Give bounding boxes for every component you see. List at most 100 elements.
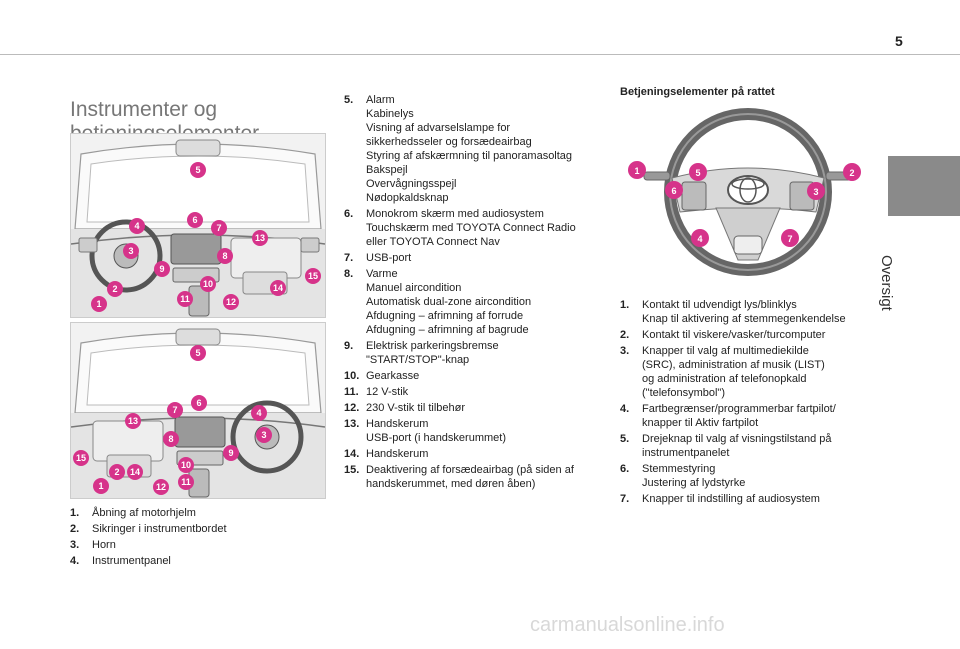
svg-text:5: 5	[195, 348, 200, 358]
svg-text:6: 6	[671, 186, 676, 196]
badge-14: 14	[270, 280, 286, 296]
dashboard-figure-rhd: 5 6 7 4 13 3 8 9 15 10 2 14 11 1 12	[70, 322, 326, 499]
svg-text:5: 5	[195, 165, 200, 175]
section-tab-label: Oversigt	[878, 255, 895, 311]
badge-2: 2	[107, 281, 123, 297]
svg-text:1: 1	[96, 299, 101, 309]
svg-text:4: 4	[697, 234, 702, 244]
steering-wheel-figure: 1 2 5 6 3 4 7	[620, 108, 872, 276]
badge-10: 10	[200, 276, 216, 292]
svg-text:12: 12	[226, 297, 236, 307]
badge-9: 9	[223, 445, 239, 461]
badge-3: 3	[256, 427, 272, 443]
list-item: 7.USB-port	[344, 252, 412, 264]
badge-12: 12	[153, 479, 169, 495]
wheel-badge-7: 7	[781, 229, 799, 247]
list-item: 10.Gearkasse	[344, 370, 420, 382]
svg-text:7: 7	[787, 234, 792, 244]
badge-2: 2	[109, 464, 125, 480]
svg-text:7: 7	[216, 223, 221, 233]
badge-8: 8	[217, 248, 233, 264]
svg-text:13: 13	[128, 416, 138, 426]
badge-7: 7	[211, 220, 227, 236]
svg-text:11: 11	[181, 477, 191, 487]
steering-wheel-illustration: 1 2 5 6 3 4 7	[628, 108, 861, 276]
page-number: 5	[895, 33, 903, 49]
badge-10: 10	[178, 457, 194, 473]
badge-4: 4	[129, 218, 145, 234]
dashboard-illustration-rhd: 5 6 7 4 13 3 8 9 15 10 2 14 11 1 12	[71, 323, 325, 498]
badge-3: 3	[123, 243, 139, 259]
list-item: 11.12 V-stik	[344, 386, 409, 398]
wheel-badges: 1 2 5 6 3 4 7	[628, 161, 861, 247]
svg-text:3: 3	[128, 246, 133, 256]
list-item: 4. Fartbegrænser/programmerbar fartpilot…	[620, 403, 836, 429]
dashboard-illustration-lhd: 5 6 7 4 3 13 8 9 10 15 14 2 11 12 1	[71, 134, 325, 317]
list-item: 3. Knapper til valg af multimediekilde(S…	[620, 345, 825, 399]
svg-text:10: 10	[181, 460, 191, 470]
svg-text:3: 3	[813, 187, 818, 197]
svg-text:13: 13	[255, 233, 265, 243]
svg-text:15: 15	[308, 271, 318, 281]
badge-15: 15	[73, 450, 89, 466]
list-item: 12.230 V-stik til tilbehør	[344, 402, 466, 414]
legend-list-left: 1.Åbning af motorhjelm 2.Sikringer i ins…	[70, 506, 310, 570]
badge-6: 6	[191, 395, 207, 411]
badge-6: 6	[187, 212, 203, 228]
svg-text:8: 8	[222, 251, 227, 261]
badge-15: 15	[305, 268, 321, 284]
svg-text:5: 5	[695, 168, 700, 178]
svg-text:12: 12	[156, 482, 166, 492]
wheel-badge-6: 6	[665, 181, 683, 199]
list-item: 7.Knapper til indstilling af audiosystem	[620, 493, 820, 505]
list-item: 2.Kontakt til viskere/vasker/turcomputer	[620, 329, 826, 341]
list-item: 3.Horn	[70, 539, 116, 551]
badge-11: 11	[178, 474, 194, 490]
badge-13: 13	[252, 230, 268, 246]
list-item: 14.Handskerum	[344, 448, 429, 460]
svg-text:8: 8	[168, 434, 173, 444]
list-item: 5. Drejeknap til valg af visningstilstan…	[620, 433, 832, 459]
badge-13: 13	[125, 413, 141, 429]
list-item: 15. Deaktivering af forsædeairbag (på si…	[344, 464, 574, 490]
dashboard-figure-lhd: 5 6 7 4 3 13 8 9 10 15 14 2 11 12 1	[70, 133, 326, 318]
header-rule	[0, 54, 960, 55]
svg-text:14: 14	[130, 467, 140, 477]
svg-text:2: 2	[112, 284, 117, 294]
svg-text:11: 11	[180, 294, 190, 304]
wheel-badge-1: 1	[628, 161, 646, 179]
svg-text:10: 10	[203, 279, 213, 289]
svg-text:1: 1	[634, 166, 639, 176]
svg-text:7: 7	[172, 405, 177, 415]
svg-text:14: 14	[273, 283, 283, 293]
badge-5: 5	[190, 162, 206, 178]
badge-8: 8	[163, 431, 179, 447]
wheel-badge-3: 3	[807, 182, 825, 200]
svg-text:9: 9	[159, 264, 164, 274]
wheel-badge-4: 4	[691, 229, 709, 247]
badge-7: 7	[167, 402, 183, 418]
svg-text:4: 4	[134, 221, 139, 231]
svg-text:6: 6	[196, 398, 201, 408]
svg-text:3: 3	[261, 430, 266, 440]
badge-4: 4	[251, 405, 267, 421]
svg-text:15: 15	[76, 453, 86, 463]
figure-badges-rhd: 5 6 7 4 13 3 8 9 15 10 2 14 11 1 12	[73, 345, 272, 495]
list-item: 9. Elektrisk parkeringsbremse"START/STOP…	[344, 340, 499, 366]
list-item: 1.Åbning af motorhjelm	[70, 507, 196, 519]
svg-text:2: 2	[114, 467, 119, 477]
badge-1: 1	[91, 296, 107, 312]
badge-11: 11	[177, 291, 193, 307]
section-tab-marker	[888, 156, 960, 216]
wheel-badge-2: 2	[843, 163, 861, 181]
wheel-badge-5: 5	[689, 163, 707, 181]
page-title-line-1: Instrumenter og	[70, 98, 218, 122]
footer-watermark: carmanualsonline.info	[530, 614, 725, 636]
wheel-section-heading: Betjeningselementer på rattet	[620, 86, 775, 98]
